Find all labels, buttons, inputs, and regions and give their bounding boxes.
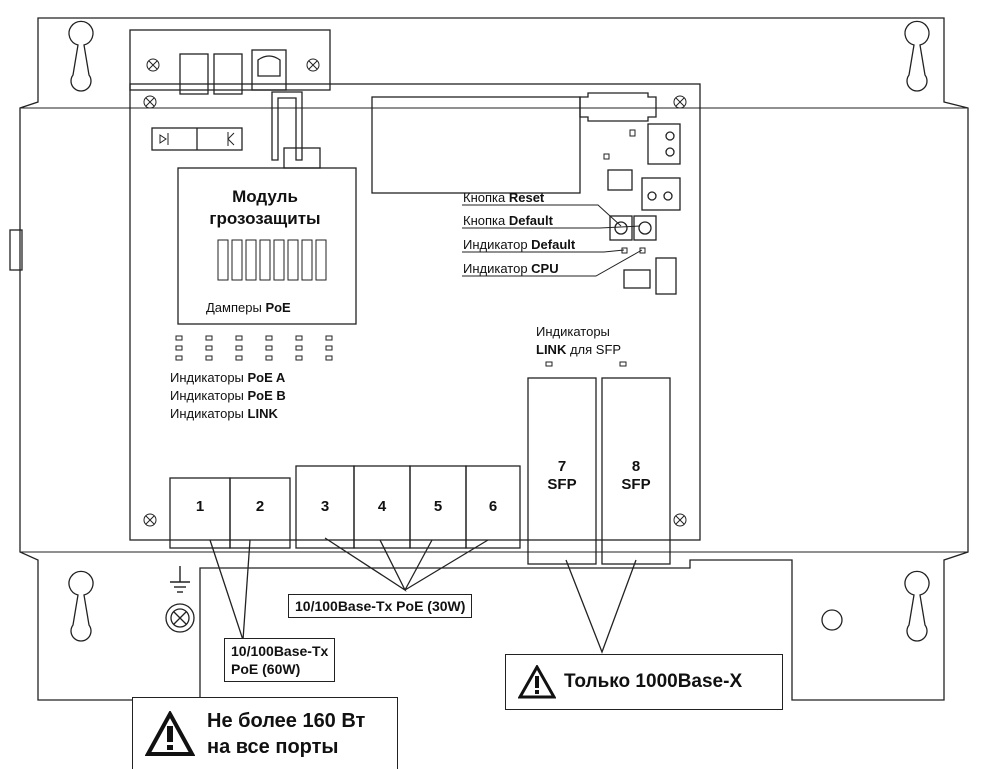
poe-b-bold: PoE B [247,388,286,403]
callout-lines [209,537,637,654]
power-limit-callout: Не более 160 Вт на все порты [132,697,398,769]
default-led-bold: Default [531,237,576,252]
surge-module-title: Модуль грозозащиты [180,186,350,230]
link-prefix: Индикаторы [170,406,248,421]
poe-a-bold: PoE A [247,370,286,385]
sfp-link-indicators-line1: Индикаторы [536,324,610,339]
ground-screw-icon [165,603,195,633]
link-bold: LINK [247,406,278,421]
module-title-line2: грозозащиты [209,209,321,228]
port-1-label: 1 [195,498,205,515]
port-4-label: 4 [377,498,387,515]
poe60-callout: 10/100Base-Tx PoE (60W) [224,638,336,682]
reset-bold: Reset [508,190,545,205]
sfp-only-text: Только 1000Base-X [564,671,743,692]
port-7-number: 7 [557,458,567,475]
dampers-prefix: Дамперы [206,300,266,315]
default-led-label: Индикатор Default [463,237,575,252]
top-connector-plate [129,29,331,91]
poe-a-indicators-label: Индикаторы PoE A [170,370,285,385]
port-2-label: 2 [255,498,265,515]
surge-module-box [177,167,357,325]
dampers-bold: PoE [265,300,291,315]
cpu-led-bold: CPU [531,261,559,276]
sfp-link-indicators-line2: LINK для SFP [536,342,621,357]
mount-hole-icon [821,609,843,631]
port-8-number: 8 [631,458,641,475]
power-line2: на все порты [207,735,339,758]
sfp-cage-8 [601,377,671,565]
keyhole-bottom-right-icon [904,570,930,642]
default-prefix: Кнопка [463,213,509,228]
keyhole-top-left-icon [68,20,94,92]
poe-led-grid [175,335,333,361]
warning-icon [518,665,556,699]
port-3-label: 3 [320,498,330,515]
default-led-prefix: Индикатор [463,237,532,252]
chassis-outline [19,17,969,701]
module-title-line1: Модуль [232,187,298,206]
cpu-led-prefix: Индикатор [463,261,532,276]
ground-icon [170,566,190,593]
reset-button-label: Кнопка Reset [463,190,544,205]
sfp-cage-7 [527,377,597,565]
left-tab [9,229,23,271]
port-6-label: 6 [488,498,498,515]
keyhole-top-right-icon [904,20,930,92]
poe60-line1: 10/100Base-Tx [231,643,329,659]
warning-icon [145,710,195,756]
sfp-link-bold: LINK [536,342,567,357]
port-8-sfp-label: 8 SFP [606,458,666,494]
pcb-board [129,83,701,541]
port-7-type: SFP [547,476,577,493]
reset-prefix: Кнопка [463,190,509,205]
port-8-type: SFP [621,476,651,493]
control-leader-lines [462,204,643,277]
poe-b-indicators-label: Индикаторы PoE B [170,388,286,403]
rj45-ports [169,465,521,549]
link-indicators-label: Индикаторы LINK [170,406,278,421]
cpu-led-label: Индикатор CPU [463,261,559,276]
sfp-only-callout: Только 1000Base-X [505,654,783,710]
poe-b-prefix: Индикаторы [170,388,248,403]
screw-icons [143,58,687,527]
surge-slots [217,239,327,281]
poe60-line2: PoE (60W) [231,661,301,677]
sfp-link-rest: для SFP [566,342,622,357]
port-7-sfp-label: 7 SFP [532,458,592,494]
power-line1: Не более 160 Вт [207,709,366,732]
default-bold: Default [508,213,553,228]
keyhole-bottom-left-icon [68,570,94,642]
default-button-label: Кнопка Default [463,213,553,228]
poe-a-prefix: Индикаторы [170,370,248,385]
dampers-poe-label: Дамперы PoE [206,300,291,315]
poe30-callout: 10/100Base-Tx PoE (30W) [288,594,473,618]
default-button-icon [633,215,657,241]
port-5-label: 5 [433,498,443,515]
